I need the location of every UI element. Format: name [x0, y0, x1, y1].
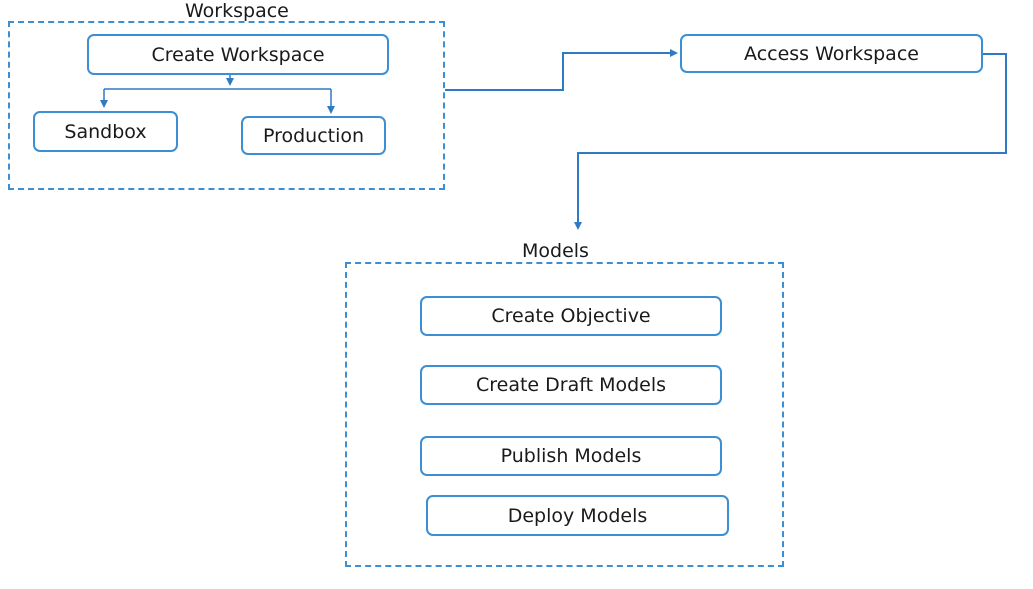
publish-models-node[interactable]: Publish Models — [420, 436, 722, 476]
production-node[interactable]: Production — [241, 116, 386, 155]
create-workspace-node[interactable]: Create Workspace — [87, 34, 389, 75]
sandbox-label: Sandbox — [64, 120, 147, 143]
access-workspace-label: Access Workspace — [744, 42, 919, 65]
create-draft-models-node[interactable]: Create Draft Models — [420, 365, 722, 405]
access-workspace-node[interactable]: Access Workspace — [680, 34, 983, 73]
publish-models-label: Publish Models — [500, 445, 642, 467]
workspace-group — [8, 21, 445, 190]
deploy-models-label: Deploy Models — [507, 504, 648, 527]
create-workspace-label: Create Workspace — [151, 43, 325, 66]
production-label: Production — [262, 124, 365, 147]
models-group-title: Models — [522, 240, 589, 262]
workspace-group-title: Workspace — [185, 0, 289, 22]
models-group — [345, 262, 784, 567]
connector-access-to-models — [574, 53, 1007, 230]
sandbox-node[interactable]: Sandbox — [33, 111, 178, 152]
connector-workspace-to-access — [445, 49, 678, 91]
create-objective-label: Create Objective — [491, 305, 651, 327]
create-objective-node[interactable]: Create Objective — [420, 296, 722, 336]
deploy-models-node[interactable]: Deploy Models — [426, 495, 729, 536]
create-draft-models-label: Create Draft Models — [475, 374, 667, 396]
